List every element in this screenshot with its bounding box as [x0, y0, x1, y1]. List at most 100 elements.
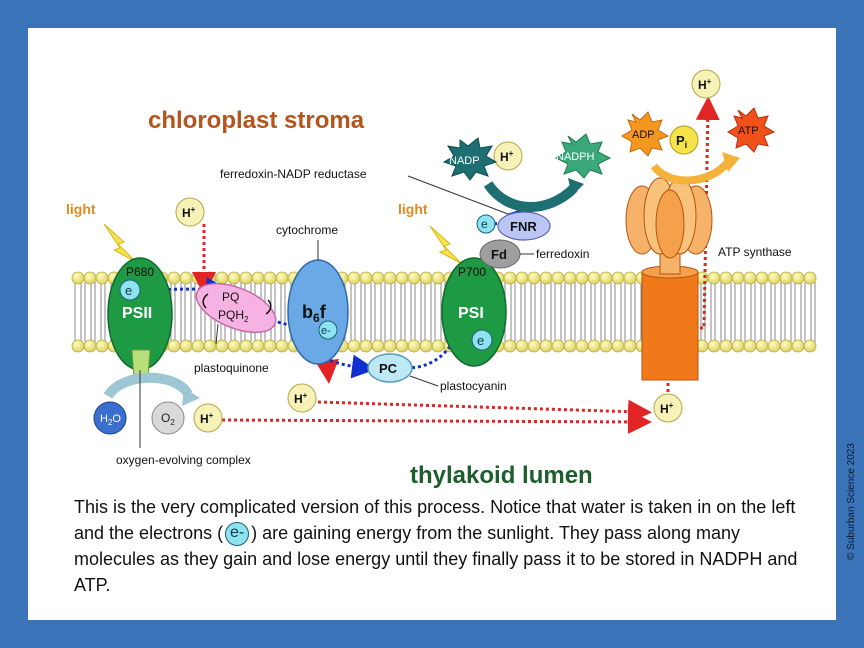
lipid-head [383, 271, 397, 285]
lipid-head [167, 271, 181, 285]
lipid-head [347, 271, 361, 285]
lipid-head [239, 271, 253, 285]
lipid-head [623, 339, 637, 353]
lipid-head [551, 339, 565, 353]
lipid-head [515, 339, 529, 353]
light-bolt-right-icon [429, 225, 463, 265]
lipid-head [395, 271, 409, 285]
psii-label: PSII [122, 305, 152, 322]
pq-label: PQ [222, 290, 239, 304]
lipid-head [419, 339, 433, 353]
light-left-label: light [66, 201, 96, 217]
lipid-head [407, 271, 421, 285]
pqh2-label: PQH [218, 308, 244, 322]
h2o-h: H [100, 413, 108, 425]
lipid-head [755, 339, 769, 353]
oxygen-evolving-complex: oxygen-evolving complex [103, 349, 251, 467]
plastoquinone: PQ PQH2 plastoquinone [194, 282, 277, 375]
atp-synthase: ATP synthase [625, 177, 792, 381]
lipid-head [791, 271, 805, 285]
pi-sub: i [685, 140, 688, 150]
water-molecule: H2O [93, 401, 127, 435]
b6f-f: f [320, 302, 327, 322]
lipid-head [227, 271, 241, 285]
lipid-head [371, 271, 385, 285]
svg-text:Pi: Pi [676, 133, 687, 150]
lipid-head [791, 339, 805, 353]
photosynthesis-diagram: chloroplast stroma thylakoid lumen light… [66, 69, 818, 489]
h2o-sub: 2 [108, 418, 113, 427]
lipid-head [71, 271, 85, 285]
lipid-head [527, 271, 541, 285]
lipid-head [551, 271, 565, 285]
lipid-head [179, 339, 193, 353]
lipid-head [707, 271, 721, 285]
lipid-head [215, 339, 229, 353]
pc-label: PC [379, 361, 398, 376]
lipid-head [275, 339, 289, 353]
fnr-enzyme: FNR e ferredoxin-NADP reductase [220, 167, 551, 241]
lipid-head [215, 271, 229, 285]
svg-text:H2O: H2O [100, 413, 121, 427]
lipid-head [755, 271, 769, 285]
lipid-head [743, 339, 757, 353]
nadp-label: NADP [449, 155, 480, 167]
adp-label: ADP [632, 129, 655, 141]
svg-text:H+: H+ [294, 391, 308, 406]
ferredoxin: Fd ferredoxin [479, 239, 589, 269]
lipid-head [611, 339, 625, 353]
plastoquinone-label: plastoquinone [194, 361, 269, 375]
lipid-head [563, 339, 577, 353]
electron-badge-icon: e- [225, 522, 250, 547]
adp-star-icon: ADP [621, 111, 670, 157]
lipid-head [719, 271, 733, 285]
pqh2-sub: 2 [244, 315, 249, 324]
lipid-head [263, 339, 277, 353]
lipid-head [539, 339, 553, 353]
lipid-head [599, 271, 613, 285]
lipid-head [191, 339, 205, 353]
lipid-head [539, 271, 553, 285]
lipid-head [227, 339, 241, 353]
lipid-head [359, 339, 373, 353]
lipid-head [371, 339, 385, 353]
lipid-head [275, 271, 289, 285]
lipid-head [239, 339, 253, 353]
b6f-b: b [302, 302, 313, 322]
lipid-head [719, 339, 733, 353]
light-right-label: light [398, 201, 428, 217]
lipid-head [599, 339, 613, 353]
lipid-head [167, 339, 181, 353]
caption-part1: This is the very complicated version of … [74, 497, 796, 543]
lipid-head [731, 271, 745, 285]
lipid-head [191, 271, 205, 285]
atp-star-icon: ATP [727, 107, 776, 153]
lipid-head [779, 339, 793, 353]
lipid-head [503, 339, 517, 353]
proton-bubble-stroma-nadp: H+ [493, 141, 523, 171]
lipid-head [83, 271, 97, 285]
svg-text:b6f: b6f [302, 302, 327, 325]
atp-synthase-label: ATP synthase [718, 245, 792, 259]
lipid-head [731, 339, 745, 353]
slide-caption: This is the very complicated version of … [74, 494, 804, 598]
fd-label: Fd [491, 247, 507, 262]
lipid-head [527, 339, 541, 353]
svg-text:H+: H+ [182, 205, 196, 220]
lipid-head [743, 271, 757, 285]
lipid-head [767, 339, 781, 353]
lipid-head [359, 271, 373, 285]
proton-bubble-lumen-atp: H+ [653, 393, 683, 423]
svg-text:H+: H+ [200, 411, 214, 426]
p700-label: P700 [458, 265, 486, 279]
lipid-head [203, 339, 217, 353]
svg-text:H+: H+ [660, 401, 674, 416]
lipid-head [95, 339, 109, 353]
lipid-head [587, 339, 601, 353]
lipid-head [623, 271, 637, 285]
proton-bubble-stroma-pq: H+ [175, 197, 205, 227]
lipid-head [83, 339, 97, 353]
electron-fnr-label: e [481, 217, 488, 231]
lipid-head [515, 271, 529, 285]
